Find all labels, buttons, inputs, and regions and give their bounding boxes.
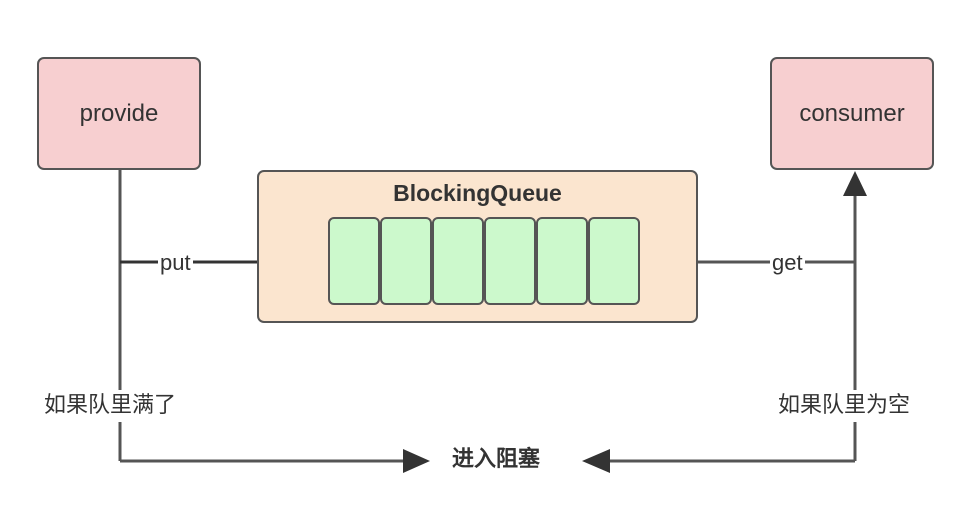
blocked-label: 进入阻塞 xyxy=(452,447,541,472)
provider-node: provide xyxy=(37,57,201,170)
queue-slot xyxy=(588,217,640,305)
blocking-queue: BlockingQueue xyxy=(257,170,698,323)
full-block-arrowhead xyxy=(403,449,430,473)
queue-slot xyxy=(380,217,432,305)
queue-slot xyxy=(432,217,484,305)
queue-slot xyxy=(536,217,588,305)
consumer-node: consumer xyxy=(770,57,934,170)
queue-title: BlockingQueue xyxy=(393,180,562,206)
consumer-up-arrowhead xyxy=(843,171,867,196)
put-label: put xyxy=(158,250,193,276)
queue-slot xyxy=(328,217,380,305)
empty-block-arrowhead xyxy=(582,449,610,473)
get-label: get xyxy=(770,250,805,276)
full-condition-label: 如果队里满了 xyxy=(42,390,179,422)
provider-label: provide xyxy=(79,99,159,127)
empty-condition-label: 如果队里为空 xyxy=(776,390,913,422)
queue-slot xyxy=(484,217,536,305)
consumer-label: consumer xyxy=(799,99,905,127)
